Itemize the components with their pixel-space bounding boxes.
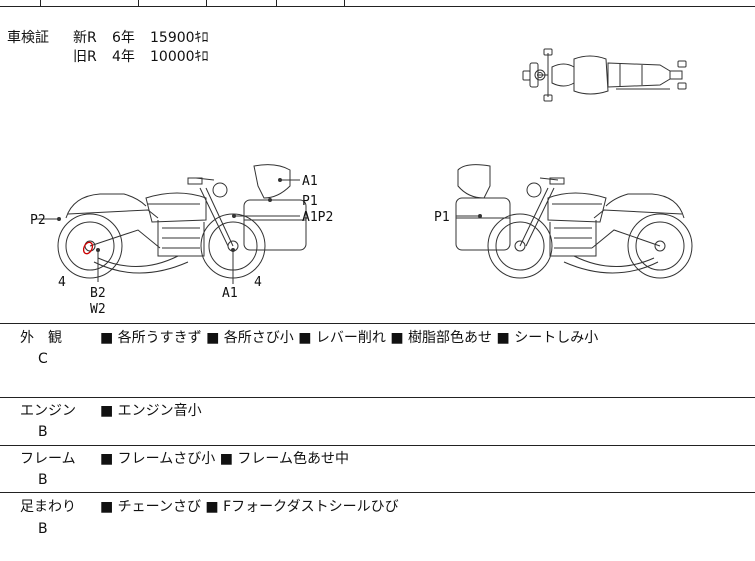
label-a1-bottom: A1	[222, 286, 238, 301]
registration-old-km: 10000ｷﾛ	[150, 49, 209, 65]
registration-label: 車検証	[7, 30, 49, 46]
section-name: 外 観	[20, 330, 62, 346]
registration-new-km: 15900ｷﾛ	[150, 30, 209, 46]
registration-new-tag: 新R	[73, 30, 97, 46]
section-items: ■ チェーンさび ■ Fフォークダストシールひび	[100, 499, 399, 515]
label-p1: P1	[302, 194, 318, 209]
section-divider	[0, 445, 755, 446]
label-a1-top: A1	[302, 174, 318, 189]
section-name: エンジン	[20, 403, 76, 419]
registration-old-years: 4年	[112, 49, 135, 65]
section-divider	[0, 323, 755, 324]
section-items: ■ 各所うすきず ■ 各所さび小 ■ レバー削れ ■ 樹脂部色あせ ■ シートし…	[100, 330, 599, 346]
label-p1-right: P1	[434, 210, 450, 225]
section-divider	[0, 397, 755, 398]
section-grade: B	[38, 521, 48, 537]
label-b2: B2	[90, 286, 106, 301]
motorcycle-left-side-view: P2 4 B2 W2 A1 4 A1 P1 A1P2	[30, 164, 333, 317]
section-grade: B	[38, 424, 48, 440]
top-cell-divider	[206, 0, 207, 6]
label-a1p2: A1P2	[302, 210, 333, 225]
section-name: 足まわり	[20, 499, 76, 515]
label-4-left: 4	[58, 275, 66, 290]
registration-old-tag: 旧R	[73, 49, 97, 65]
registration-new-years: 6年	[112, 30, 135, 46]
top-cell-divider	[344, 0, 345, 6]
top-cell-divider	[276, 0, 277, 6]
top-border	[0, 6, 755, 7]
section-divider	[0, 492, 755, 493]
section-grade: C	[38, 351, 48, 367]
label-w2: W2	[90, 302, 106, 317]
section-items: ■ フレームさび小 ■ フレーム色あせ中	[100, 451, 349, 467]
motorcycle-right-side-view: P1	[434, 164, 693, 279]
label-4-right: 4	[254, 275, 262, 290]
motorcycle-top-view	[522, 48, 687, 102]
section-items: ■ エンジン音小	[100, 403, 202, 419]
label-p2: P2	[30, 213, 46, 228]
top-cell-divider	[138, 0, 139, 6]
top-cell-divider	[40, 0, 41, 6]
section-name: フレーム	[20, 451, 76, 467]
section-grade: B	[38, 472, 48, 488]
